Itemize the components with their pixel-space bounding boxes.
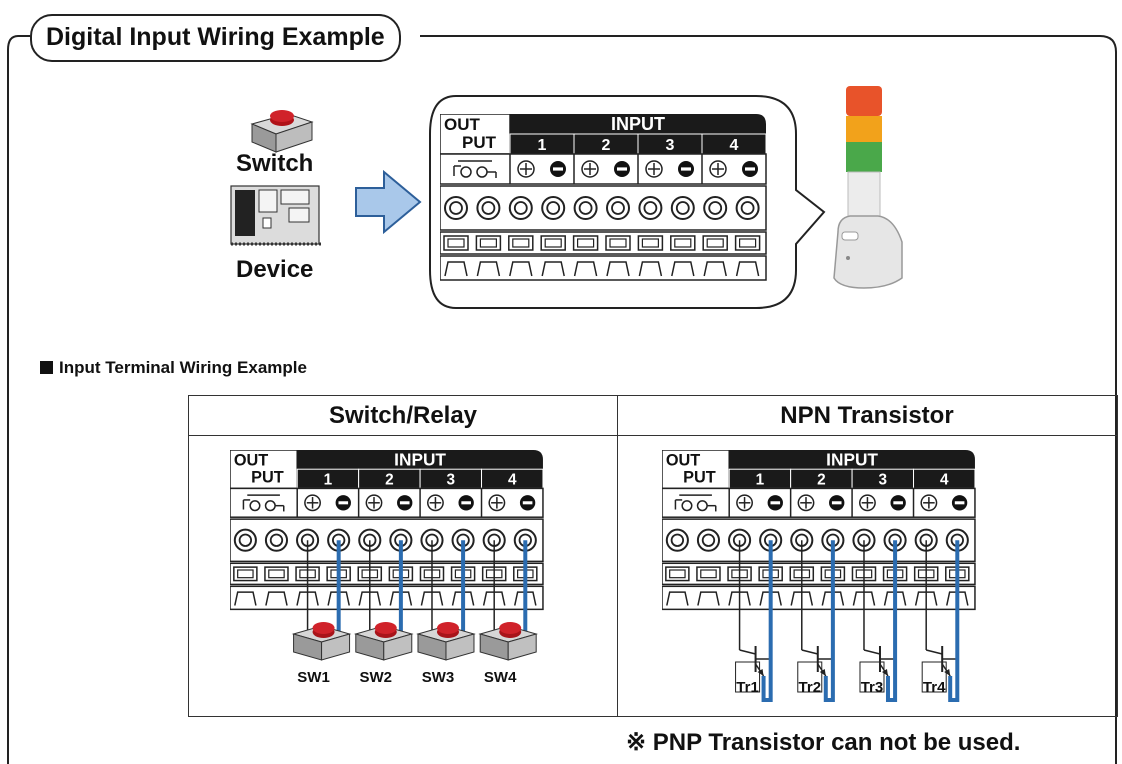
switch-icon bbox=[478, 622, 539, 661]
out-label: OUT bbox=[444, 115, 481, 134]
out-label: OUT bbox=[234, 451, 268, 469]
npn-transistor-header: NPN Transistor bbox=[617, 396, 1117, 436]
page-title: Digital Input Wiring Example bbox=[30, 14, 401, 62]
channel-number: 4 bbox=[730, 137, 739, 154]
put-label: PUT bbox=[251, 469, 284, 487]
out-label: OUT bbox=[666, 451, 700, 469]
put-label: PUT bbox=[683, 469, 716, 487]
switch-icon bbox=[291, 622, 352, 661]
channel-number: 3 bbox=[879, 472, 888, 489]
channel-number: 2 bbox=[817, 472, 826, 489]
pnp-note: ※ PNP Transistor can not be used. bbox=[626, 729, 1021, 756]
switch-label: SW2 bbox=[360, 669, 393, 686]
switch-label: Switch bbox=[236, 150, 314, 177]
channel-number: 3 bbox=[447, 472, 456, 489]
channel-number: 1 bbox=[538, 137, 547, 154]
square-bullet-icon bbox=[40, 361, 53, 374]
channel-number: 4 bbox=[940, 472, 949, 489]
channel-number: 3 bbox=[666, 137, 675, 154]
arrow-right-icon bbox=[355, 170, 422, 234]
channel-number: 2 bbox=[385, 472, 394, 489]
npn-transistor-icon bbox=[859, 540, 898, 702]
switch-icon bbox=[353, 622, 414, 661]
wiring-table: Switch/Relay NPN Transistor bbox=[188, 395, 1118, 717]
switch-icon bbox=[250, 110, 314, 153]
input-label: INPUT bbox=[394, 450, 446, 469]
section-heading-text: Input Terminal Wiring Example bbox=[59, 358, 307, 377]
transistor-label: Tr3 bbox=[861, 679, 884, 696]
switch-label: SW4 bbox=[484, 669, 517, 686]
switch-label: SW3 bbox=[422, 669, 455, 686]
switch-icon bbox=[416, 622, 476, 661]
device-icon bbox=[230, 185, 321, 246]
input-label: INPUT bbox=[611, 114, 665, 134]
put-label: PUT bbox=[462, 133, 497, 152]
table-divider bbox=[617, 396, 618, 716]
npn-transistor-icon bbox=[921, 540, 960, 702]
transistor-label: Tr2 bbox=[799, 679, 822, 696]
channel-number: 1 bbox=[324, 472, 333, 489]
input-label: INPUT bbox=[826, 450, 878, 469]
npn-transistor-icon bbox=[735, 540, 773, 702]
switch-label: SW1 bbox=[297, 669, 330, 686]
transistor-label: Tr4 bbox=[923, 679, 946, 696]
device-label: Device bbox=[236, 256, 314, 283]
transistor-label: Tr1 bbox=[736, 679, 759, 696]
channel-number: 2 bbox=[602, 137, 611, 154]
channel-number: 4 bbox=[508, 472, 517, 489]
switch-relay-header: Switch/Relay bbox=[189, 396, 617, 436]
npn-transistor-icon bbox=[797, 540, 835, 702]
channel-number: 1 bbox=[756, 472, 765, 489]
signal-tower-icon bbox=[833, 86, 903, 289]
section-heading: Input Terminal Wiring Example bbox=[40, 358, 307, 378]
